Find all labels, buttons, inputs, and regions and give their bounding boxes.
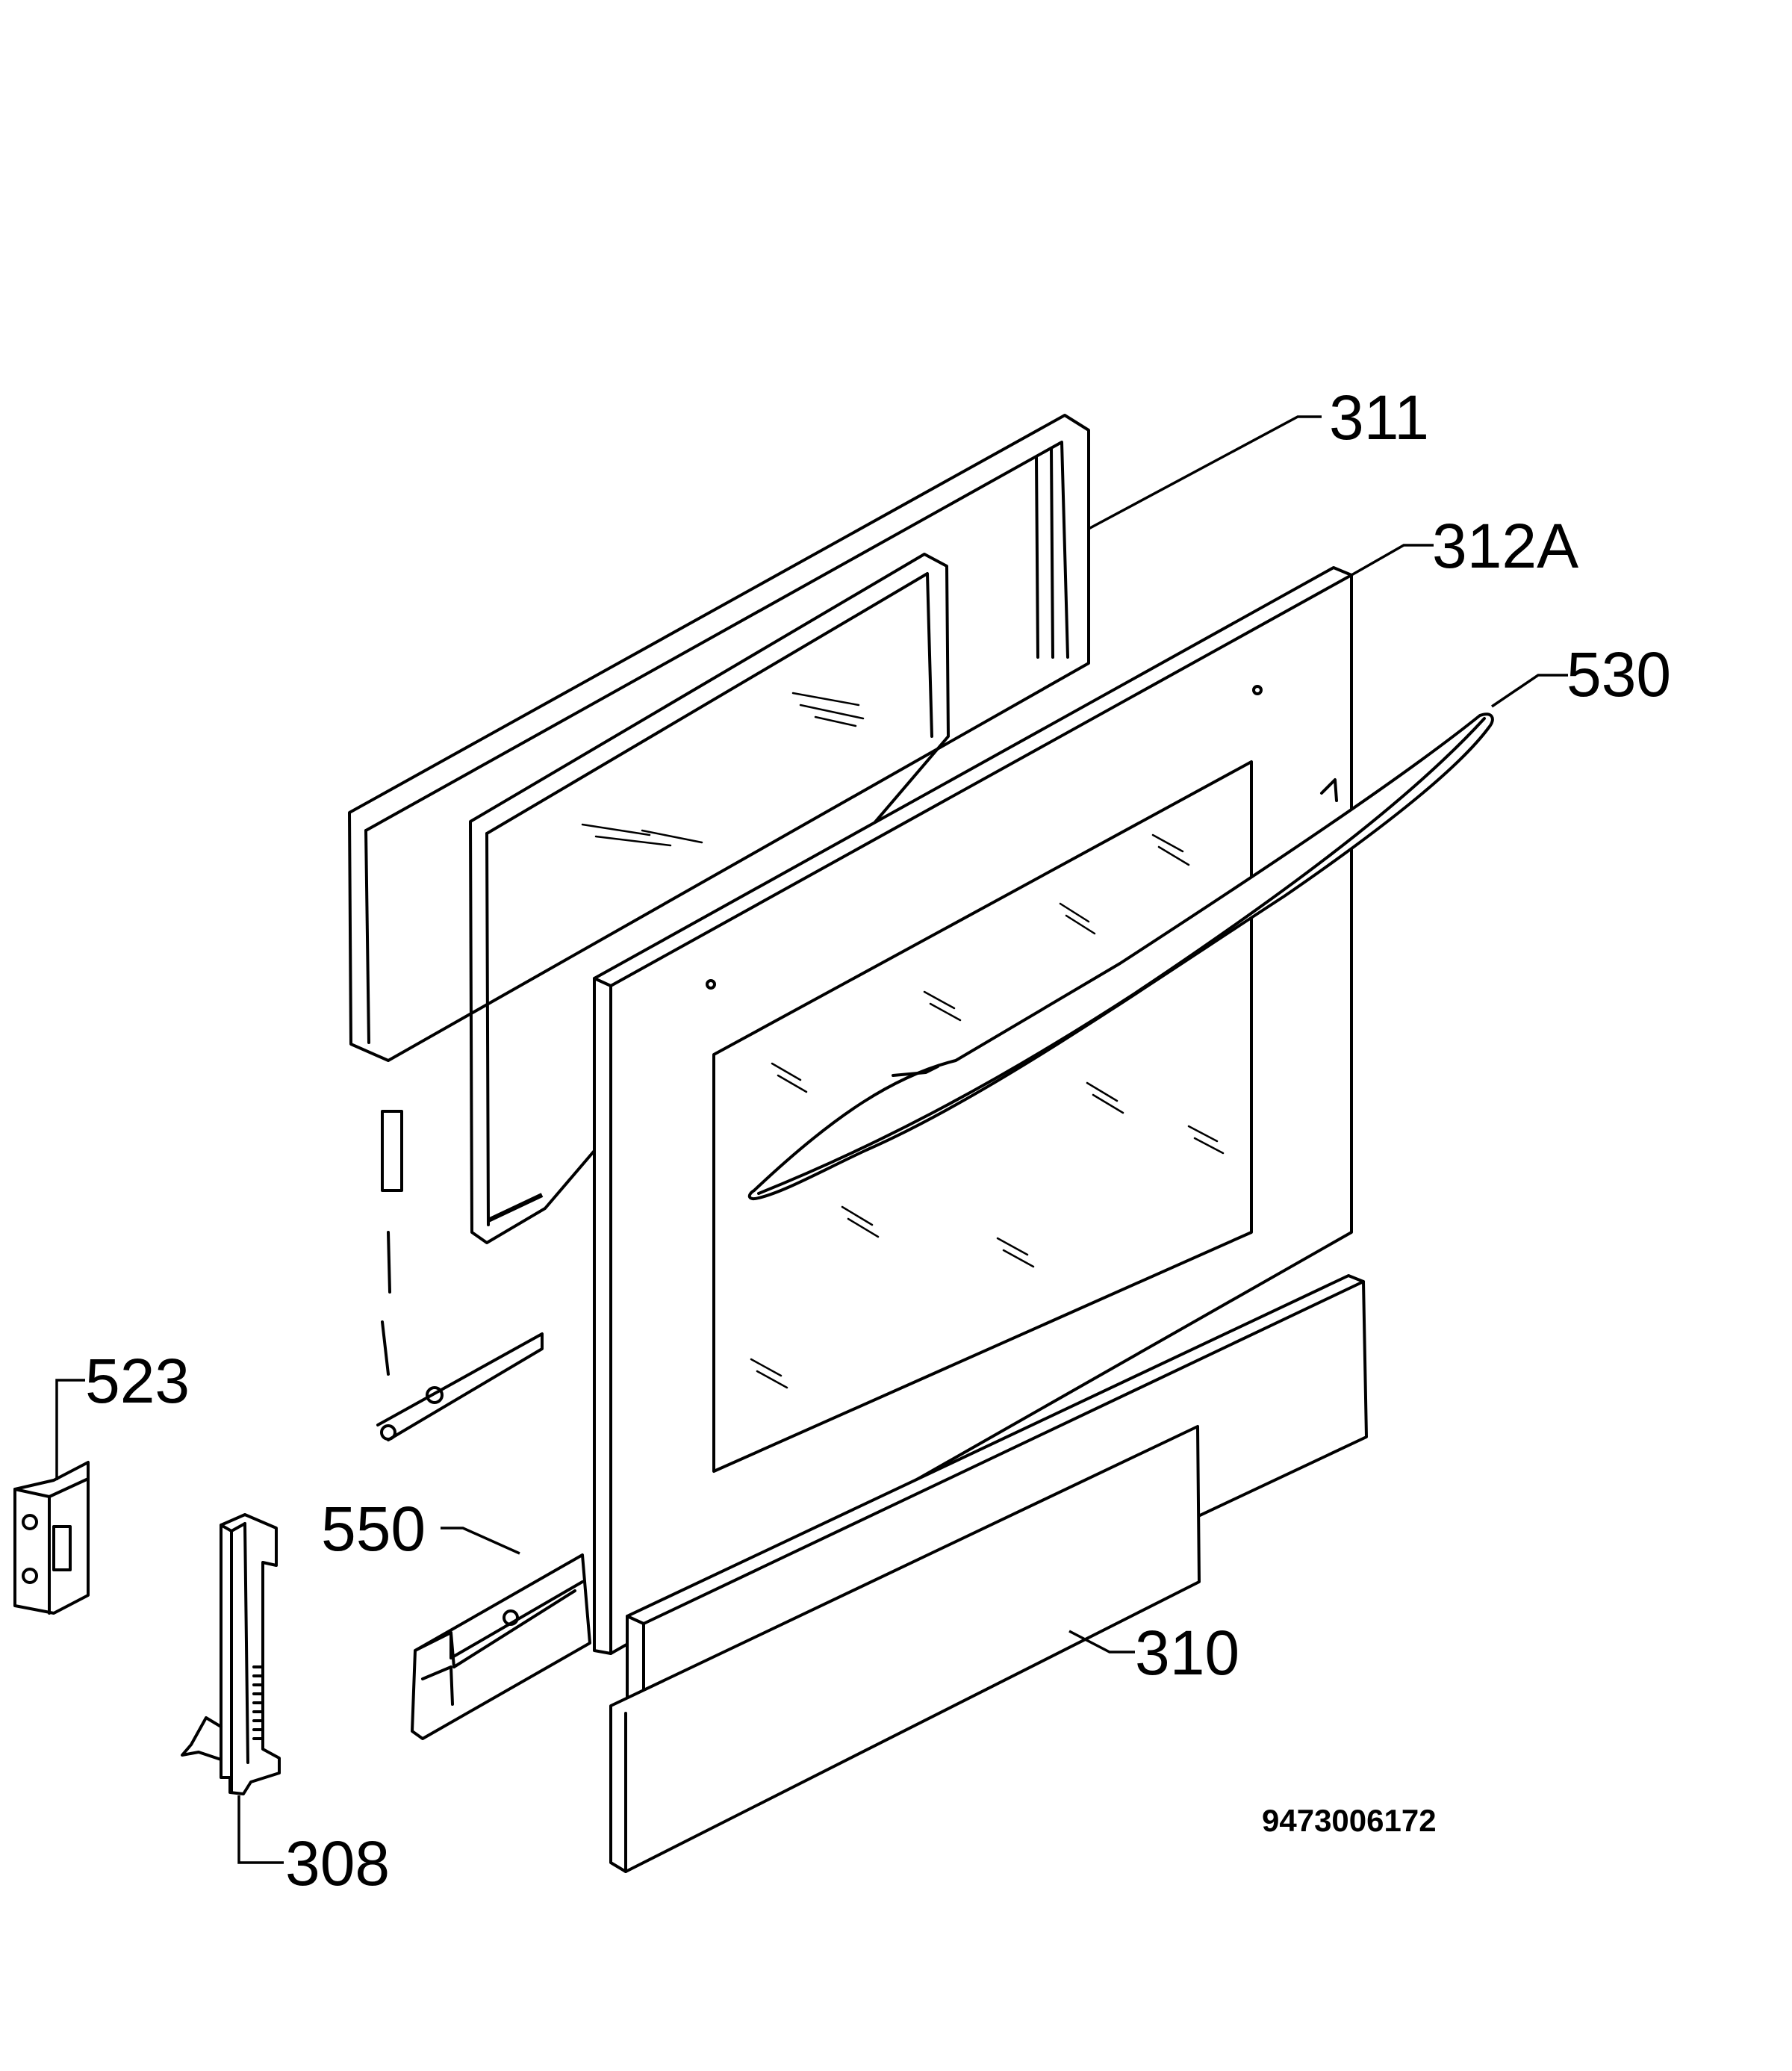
hinge-spring-rod	[181, 1513, 281, 1795]
door-handle	[747, 712, 1494, 1200]
leader-530	[1491, 674, 1568, 708]
door-trim-lower	[609, 1425, 1201, 1873]
document-number: 9473006172	[1262, 1803, 1437, 1838]
leader-310	[1068, 1630, 1135, 1654]
label-523: 523	[85, 1346, 190, 1416]
leader-312a	[1351, 544, 1434, 577]
label-530: 530	[1567, 639, 1671, 710]
label-312a: 312A	[1432, 511, 1578, 581]
leader-550	[441, 1527, 520, 1555]
leader-311	[1088, 415, 1322, 530]
inner-door-frame	[348, 414, 1090, 1441]
leader-308	[237, 1795, 284, 1864]
leader-lines	[55, 415, 1568, 1864]
hinge-bracket	[13, 1461, 90, 1615]
label-308: 308	[285, 1828, 390, 1898]
label-550: 550	[321, 1494, 426, 1564]
label-310: 310	[1135, 1618, 1239, 1688]
hinge-channel	[411, 1553, 591, 1740]
leader-523	[55, 1379, 85, 1480]
outer-glass-panel	[593, 566, 1353, 1655]
label-311: 311	[1329, 382, 1429, 453]
